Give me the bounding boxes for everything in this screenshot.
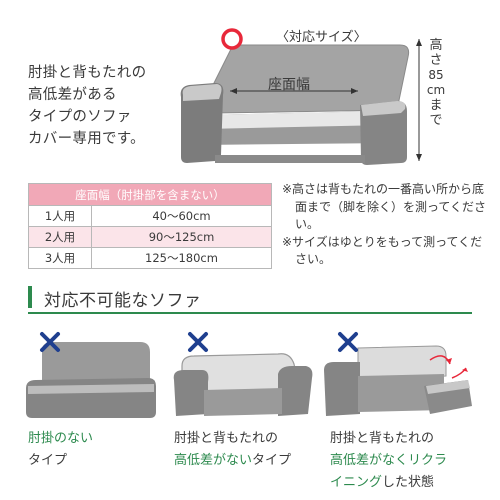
table-header: 座面幅（肘掛部を含まない） — [28, 183, 272, 206]
cross-icon — [338, 332, 358, 352]
sofa-illustration — [180, 28, 422, 165]
intro-line: 高低差がある — [28, 87, 117, 103]
note-text: ※サイズはゆとりをもって測ってください。 — [282, 234, 483, 267]
range-cell: 125〜180cm — [91, 247, 272, 269]
section-divider — [28, 312, 472, 314]
table-row: 3人用 125〜180cm — [28, 247, 272, 269]
flat-back-sofa-illustration — [173, 332, 313, 416]
seats-cell: 2人用 — [28, 226, 92, 248]
note-text: ※高さは背もたれの一番高い所から底面まで（脚を除く）を測ってください。 — [282, 182, 487, 231]
top-marker-circle-icon — [221, 28, 243, 50]
table-row: 2人用 90〜125cm — [28, 226, 272, 248]
caption-armless: 肘掛のない タイプ — [28, 431, 94, 468]
range-cell: 90〜125cm — [91, 226, 272, 248]
section-accent-bar — [28, 286, 32, 308]
intro-line: カバー専用です。 — [28, 131, 145, 147]
intro-text: 肘掛と背もたれの 高低差がある タイプのソファ カバー専用です。 — [28, 62, 228, 150]
intro-line: タイプのソファ — [28, 109, 132, 125]
seats-cell: 3人用 — [28, 247, 92, 269]
size-caption: 〈対応サイズ〉 — [276, 30, 367, 45]
armless-sofa-illustration — [26, 332, 156, 418]
seats-cell: 1人用 — [28, 205, 92, 227]
cross-icon — [188, 332, 208, 352]
caption-flat-back: 肘掛と背もたれの 高低差がないタイプ — [174, 431, 292, 468]
reclining-sofa-illustration — [324, 332, 472, 416]
seat-width-label: 座面幅 — [268, 77, 310, 93]
caption-reclining: 肘掛と背もたれの 高低差がなくリクラ イニングした状態 — [330, 431, 448, 490]
height-label: 高 さ 85 cm ま で — [426, 38, 446, 128]
table-row: 1人用 40〜60cm — [28, 205, 272, 227]
section-title: 対応不可能なソファ — [44, 291, 202, 311]
range-cell: 40〜60cm — [91, 205, 272, 227]
cross-icon — [40, 332, 60, 352]
intro-line: 肘掛と背もたれの — [28, 65, 147, 81]
size-table: 座面幅（肘掛部を含まない） 1人用 40〜60cm 2人用 90〜125cm 3… — [28, 183, 272, 269]
measurement-notes: ※高さは背もたれの一番高い所から底面まで（脚を除く）を測ってください。 ※サイズ… — [282, 181, 492, 269]
